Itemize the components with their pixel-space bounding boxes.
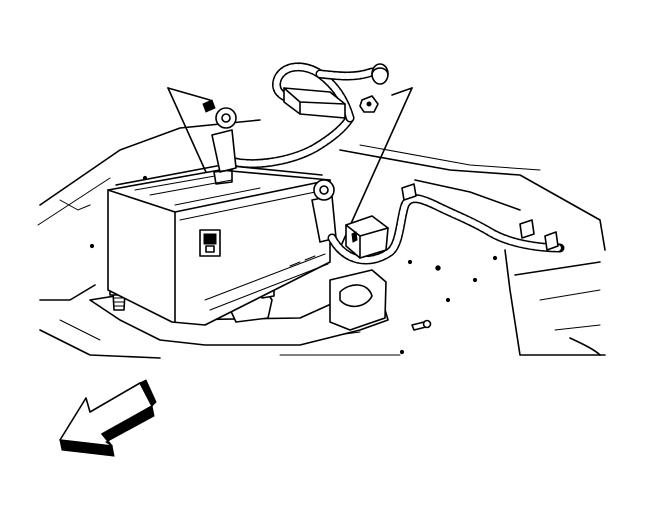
arrow-left-down-icon bbox=[59, 379, 157, 457]
negative-cable bbox=[202, 99, 355, 185]
positive-cable bbox=[272, 62, 565, 265]
engine-compartment-outline bbox=[37, 119, 606, 359]
battery bbox=[107, 164, 331, 326]
